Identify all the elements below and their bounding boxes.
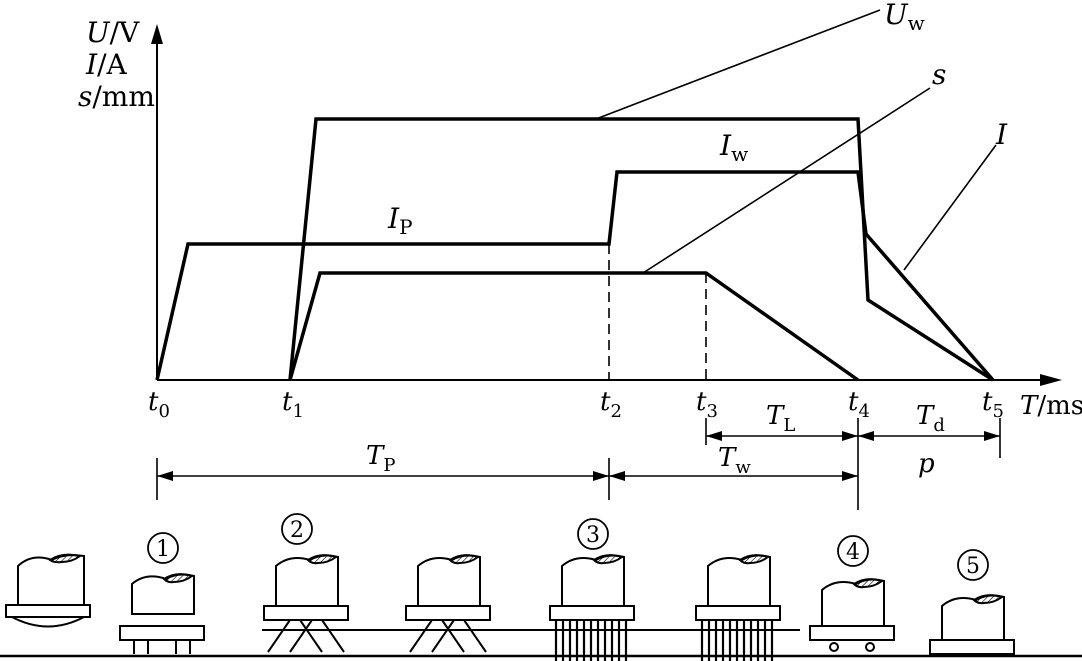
label-i: I xyxy=(995,118,1008,151)
y-axis-arrow xyxy=(151,24,163,44)
td-arrow-right xyxy=(984,431,1000,441)
svg-text:3: 3 xyxy=(586,523,600,548)
stage-initial-stud xyxy=(5,553,91,628)
tick-label-t1: t1 xyxy=(282,387,304,422)
tp-arrow-left xyxy=(157,471,173,481)
label-s: s xyxy=(932,58,946,91)
stage-1-marker: 1 xyxy=(147,532,179,564)
x-axis-label: T/ms xyxy=(1020,391,1082,421)
uw-leader xyxy=(595,9,881,120)
td-arrow-left xyxy=(858,431,874,441)
label-ip: IP xyxy=(387,202,413,239)
svg-text:5: 5 xyxy=(966,554,980,579)
tick-label-t3: t3 xyxy=(696,387,718,422)
svg-text:4: 4 xyxy=(846,540,860,565)
tl-arrow-right xyxy=(842,431,858,441)
tick-label-t0: t0 xyxy=(148,387,170,422)
stage-2b-stud xyxy=(405,554,491,653)
interval-label-tp: TP xyxy=(366,441,395,476)
tw-arrow-left xyxy=(609,471,625,481)
curve-s-displacement xyxy=(288,271,860,382)
interval-label-td: Td xyxy=(916,401,945,436)
stage-5-stud xyxy=(929,594,1015,655)
y-axis-label-displacement: s/mm xyxy=(78,80,155,113)
tick-label-t2: t2 xyxy=(600,387,622,422)
stage-4-stud xyxy=(809,578,895,652)
curve-uw-voltage xyxy=(288,117,994,382)
tick-label-t5: t5 xyxy=(982,387,1004,422)
interval-label-tl: TL xyxy=(766,401,795,436)
axes xyxy=(151,24,1062,386)
svg-text:2: 2 xyxy=(290,518,304,543)
tp-arrow-right xyxy=(593,471,609,481)
stage-2-stud xyxy=(263,554,349,653)
s-leader xyxy=(642,87,931,274)
i-leader xyxy=(903,144,997,271)
tl-arrow-left xyxy=(706,431,722,441)
interval-label-p: p xyxy=(918,449,935,479)
x-axis-arrow xyxy=(1040,374,1062,386)
stage-4-marker: 4 xyxy=(837,535,869,567)
stage-3b-stud xyxy=(695,554,781,661)
y-axis-label-voltage: U/V xyxy=(86,16,140,49)
stage-3-marker: 3 xyxy=(577,518,609,550)
stage-3-stud xyxy=(549,554,635,661)
tw-arrow-right xyxy=(842,471,858,481)
label-uw: Uw xyxy=(884,0,925,35)
y-axis-label-current: I/A xyxy=(85,48,127,81)
svg-text:1: 1 xyxy=(156,537,170,562)
interval-label-tw: Tw xyxy=(718,443,751,478)
stage-5-marker: 5 xyxy=(957,549,989,581)
tick-label-t4: t4 xyxy=(848,387,870,422)
stage-2-marker: 2 xyxy=(281,513,313,545)
stage-1-stud xyxy=(119,573,205,654)
label-iw: Iw xyxy=(719,129,748,166)
